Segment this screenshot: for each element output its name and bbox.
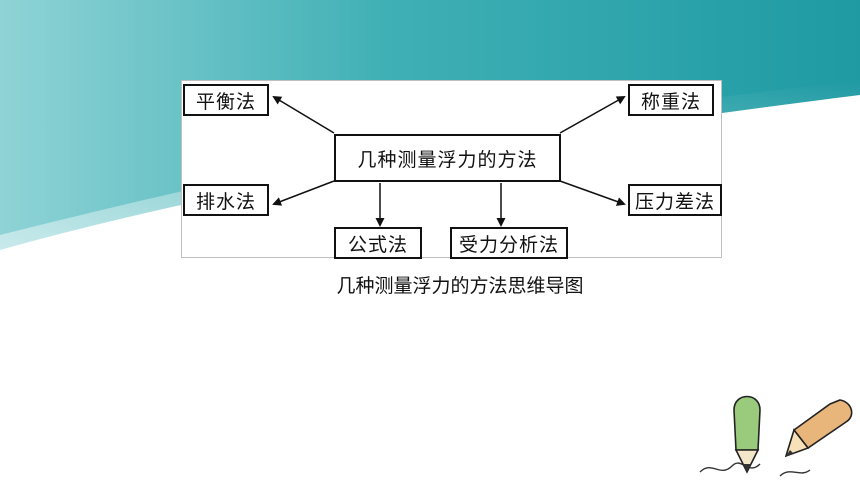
arrow-to-top-left bbox=[272, 95, 335, 134]
node-bottom-left: 公式法 bbox=[334, 227, 422, 259]
center-node: 几种测量浮力的方法 bbox=[334, 134, 561, 182]
node-mid-left: 排水法 bbox=[183, 184, 269, 216]
mind-map-diagram: 几种测量浮力的方法 平衡法 称重法 排水法 压力差法 公式法 受力分析法 bbox=[181, 80, 722, 259]
diagram-caption: 几种测量浮力的方法思维导图 bbox=[336, 275, 584, 297]
arrow-to-mid-left bbox=[272, 180, 335, 206]
node-top-left: 平衡法 bbox=[183, 84, 269, 116]
tan-crayon-icon bbox=[784, 399, 853, 458]
arrow-to-top-right bbox=[559, 96, 626, 134]
node-mid-right: 压力差法 bbox=[628, 184, 722, 216]
arrow-to-mid-right bbox=[559, 180, 626, 206]
green-crayon-icon bbox=[733, 395, 761, 474]
diagram-arrows bbox=[272, 95, 626, 227]
crayons-illustration bbox=[699, 395, 853, 477]
node-bottom-right: 受力分析法 bbox=[450, 227, 568, 259]
node-top-right: 称重法 bbox=[628, 84, 714, 116]
